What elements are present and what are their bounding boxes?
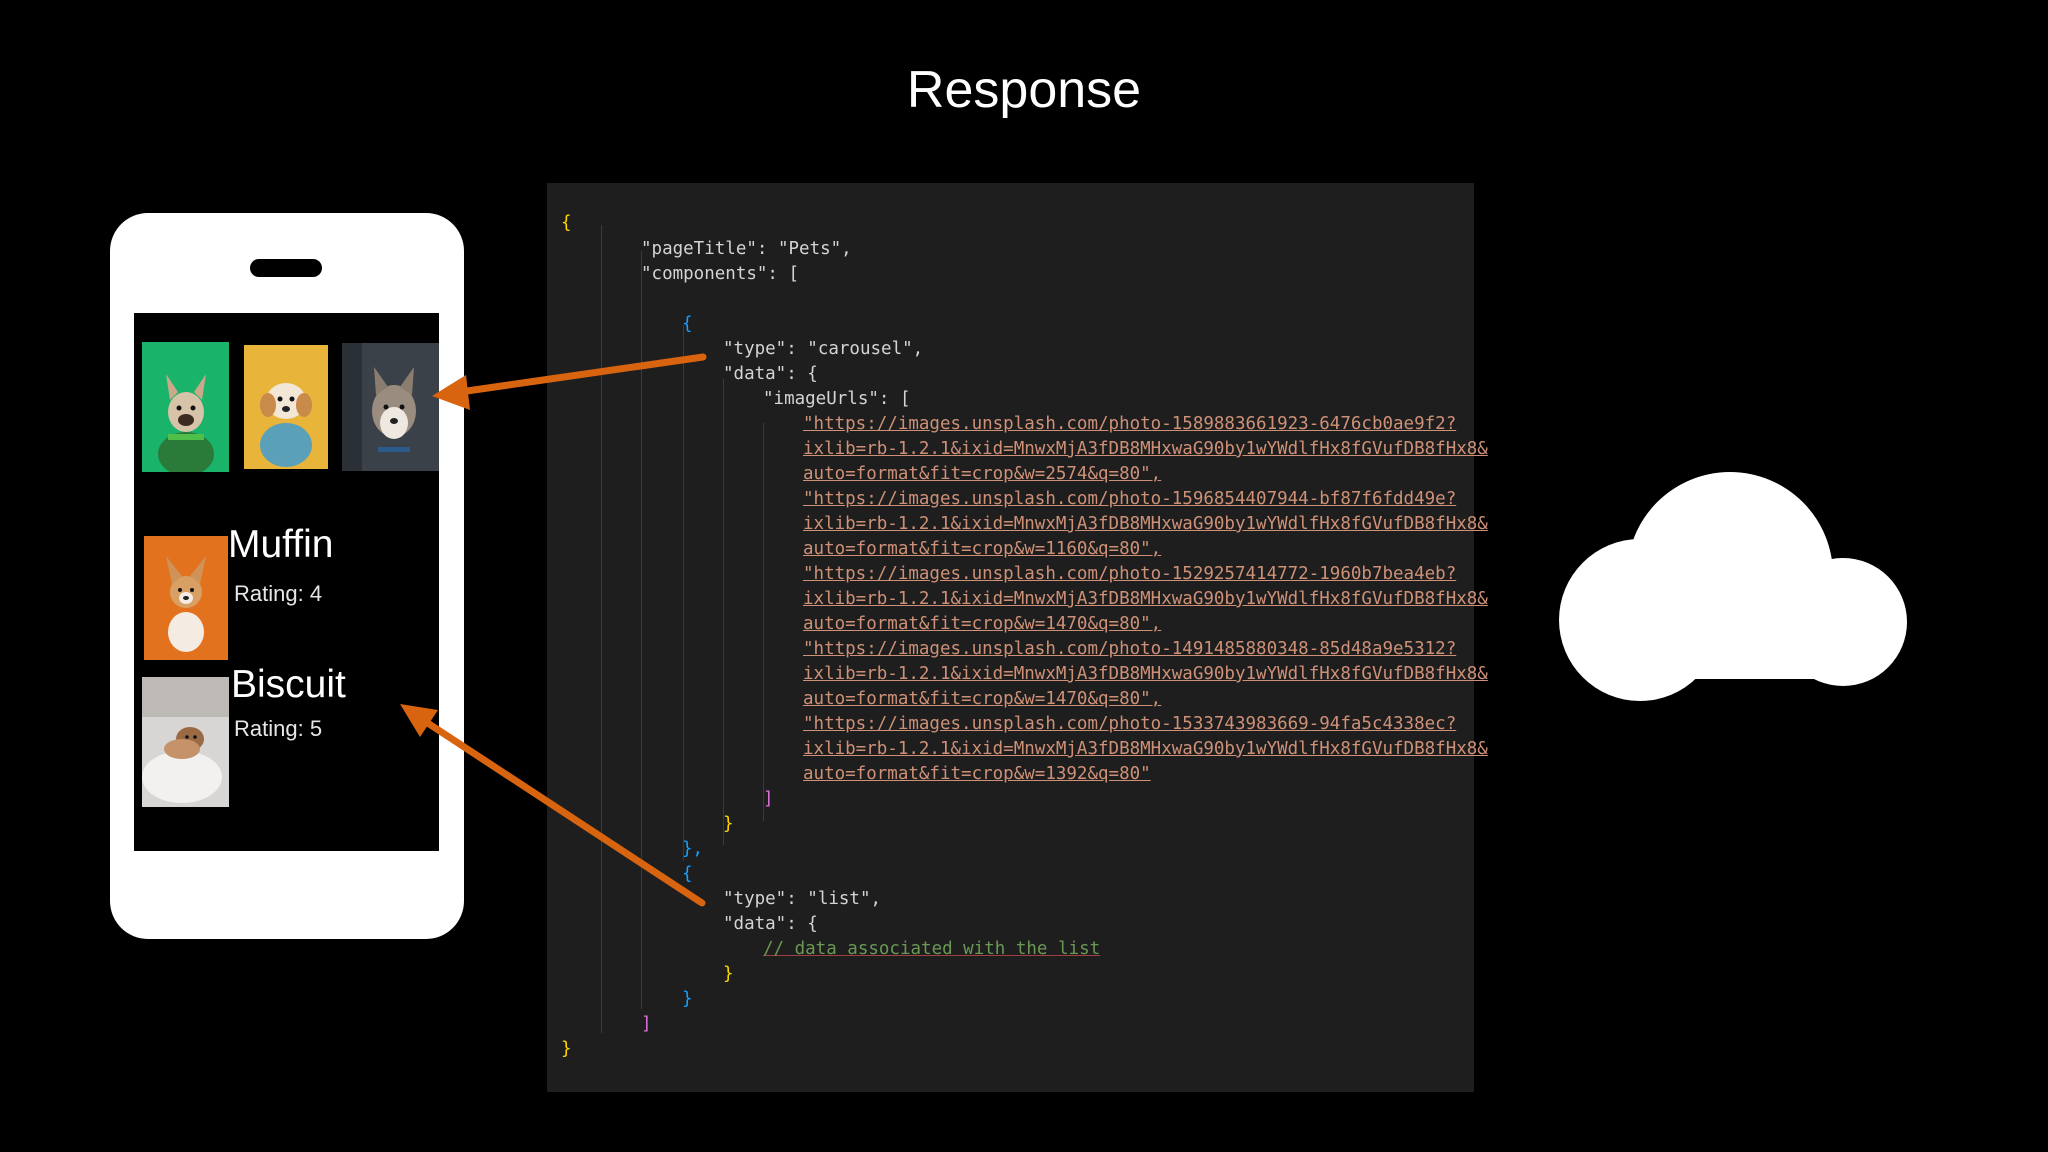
- code-line: "pageTitle": "Pets",: [641, 239, 852, 259]
- code-line: {: [682, 314, 693, 334]
- code-line: "data": {: [723, 914, 818, 934]
- code-line: ixlib=rb-1.2.1&ixid=MnwxMjA3fDB8MHxwaG90…: [803, 664, 1488, 684]
- code-line: "components": [: [641, 264, 800, 284]
- code-line: auto=format&fit=crop&w=2574&q=80",: [803, 464, 1162, 484]
- husky-photo-icon: [342, 343, 439, 471]
- code-line: {: [561, 213, 572, 233]
- indent-guide: [763, 423, 764, 821]
- code-line: "https://images.unsplash.com/photo-15292…: [803, 564, 1457, 584]
- code-line: "type": "carousel",: [723, 339, 924, 359]
- list-item-rating-1: Rating: 4: [234, 581, 323, 606]
- json-code-panel: { "pageTitle": "Pets", "components": [ {…: [547, 183, 1488, 1092]
- carousel-image-3[interactable]: [342, 343, 439, 471]
- list-item-name-1: Muffin: [228, 523, 334, 566]
- yellow-dog-photo-icon: [244, 345, 328, 469]
- list-item-rating-2: Rating: 5: [234, 716, 323, 741]
- code-line: auto=format&fit=crop&w=1392&q=80": [803, 764, 1151, 784]
- indent-guide: [601, 225, 602, 1033]
- orange-corgi-photo-icon: [144, 536, 228, 660]
- code-line: }: [723, 814, 734, 834]
- code-line: "https://images.unsplash.com/photo-14914…: [803, 639, 1457, 659]
- cloud-icon: [1559, 472, 1907, 701]
- code-line: "imageUrls": [: [763, 389, 911, 409]
- code-line: }: [723, 964, 734, 984]
- code-line: "data": {: [723, 364, 818, 384]
- indent-guide: [723, 379, 724, 845]
- dog-on-bed-photo-icon: [142, 677, 229, 807]
- code-line: auto=format&fit=crop&w=1470&q=80",: [803, 614, 1162, 634]
- phone-mockup: Muffin Rating: 4 Biscuit Rating: 5: [110, 213, 464, 939]
- code-line: "type": "list",: [723, 889, 882, 909]
- code-line: ixlib=rb-1.2.1&ixid=MnwxMjA3fDB8MHxwaG90…: [803, 589, 1488, 609]
- carousel-image-2[interactable]: [244, 345, 328, 469]
- green-dog-photo-icon: [142, 342, 229, 472]
- code-line: "https://images.unsplash.com/photo-15337…: [803, 714, 1457, 734]
- phone-speaker: [250, 259, 322, 277]
- list-item-name-2: Biscuit: [231, 663, 346, 706]
- code-line: },: [682, 839, 704, 859]
- slide-title: Response: [906, 61, 1142, 119]
- list-item-image-2[interactable]: [142, 677, 229, 807]
- code-line: auto=format&fit=crop&w=1160&q=80",: [803, 539, 1162, 559]
- code-line: ixlib=rb-1.2.1&ixid=MnwxMjA3fDB8MHxwaG90…: [803, 439, 1488, 459]
- code-comment: // data associated with the list: [763, 939, 1101, 959]
- carousel-image-1[interactable]: [142, 342, 229, 472]
- code-line: ixlib=rb-1.2.1&ixid=MnwxMjA3fDB8MHxwaG90…: [803, 739, 1488, 759]
- list-item-image-1[interactable]: [144, 536, 228, 660]
- code-line: ]: [763, 789, 774, 809]
- code-line: }: [682, 989, 693, 1009]
- code-line: }: [561, 1039, 572, 1059]
- indent-guide: [683, 325, 684, 861]
- code-line: ]: [641, 1014, 652, 1034]
- code-line: auto=format&fit=crop&w=1470&q=80",: [803, 689, 1162, 709]
- code-line: ixlib=rb-1.2.1&ixid=MnwxMjA3fDB8MHxwaG90…: [803, 514, 1488, 534]
- phone-screen: Muffin Rating: 4 Biscuit Rating: 5: [134, 313, 439, 851]
- code-line: "https://images.unsplash.com/photo-15968…: [803, 489, 1457, 509]
- code-line: {: [682, 864, 693, 884]
- indent-guide: [641, 251, 642, 1009]
- code-line: "https://images.unsplash.com/photo-15898…: [803, 414, 1457, 434]
